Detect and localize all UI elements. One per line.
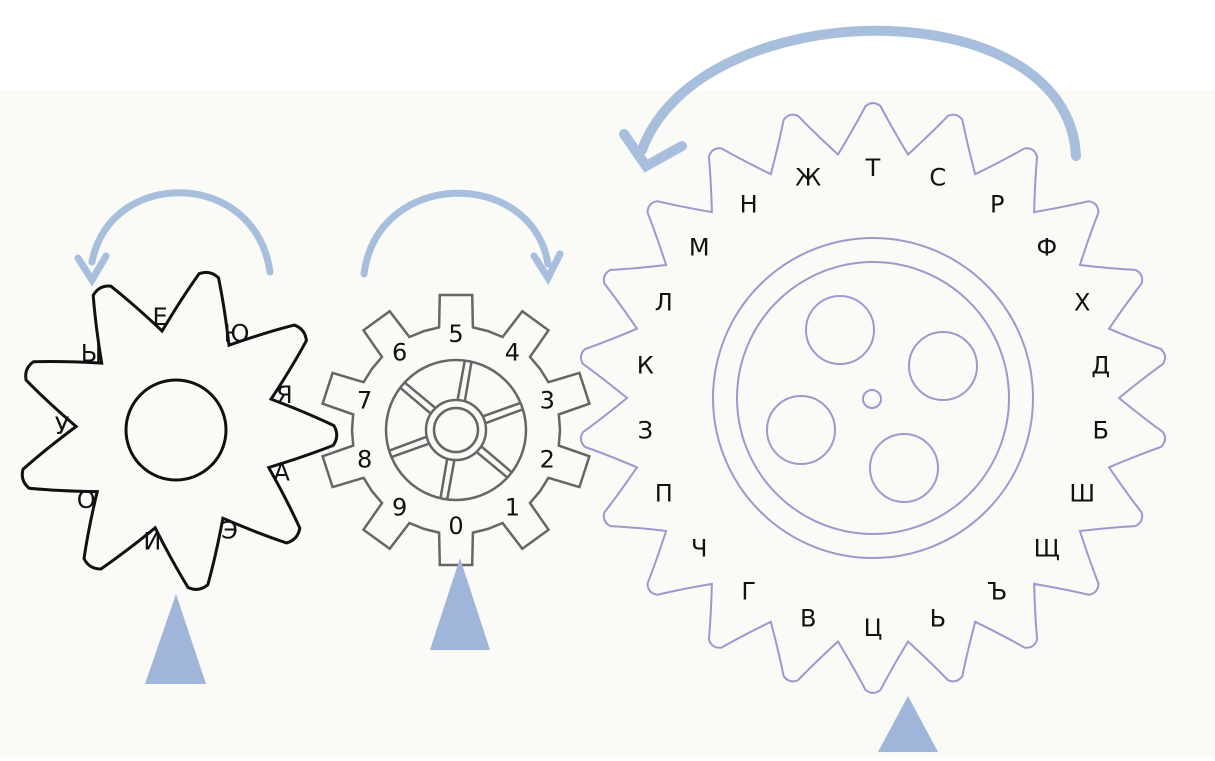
digit-gear-spoke [445, 459, 456, 500]
digit-gear-spoke [480, 445, 513, 474]
consonant-gear-axle [862, 389, 882, 409]
digits-gear-label: 1 [505, 494, 520, 522]
consonants-gear-label: Ф [1036, 233, 1057, 261]
vowel-gear-outline [20, 270, 339, 591]
consonants-gear-label: Ъ [987, 578, 1007, 606]
curved-arrow-icon [619, 129, 687, 173]
vowels-gear-label: И [143, 528, 161, 556]
consonants-gear-label: Р [990, 191, 1004, 219]
digits-gear-label: 8 [357, 446, 372, 474]
vowels-gear-label: О [77, 486, 96, 514]
consonants-gear-label: Ь [930, 605, 946, 633]
triangle-pointer-icon [145, 594, 206, 684]
vowels-gear-label: Э [221, 517, 238, 545]
consonant-gear-hole [766, 395, 836, 465]
consonants-gear-label: Г [741, 578, 756, 606]
curved-arrow-icon [74, 252, 110, 287]
vowels-gear-label: Ю [223, 319, 249, 347]
vowels-gear-label: Ы [81, 340, 102, 368]
consonants-gear-label: М [689, 233, 710, 261]
curved-arrow-icon [637, 25, 1081, 161]
consonants-gear-label: Б [1092, 417, 1108, 445]
consonant-gear-hole [805, 295, 875, 365]
consonants-gear-label: Ш [1069, 480, 1095, 508]
consonants-gear-label: К [637, 351, 654, 379]
triangle-pointer-icon [878, 696, 938, 752]
pointers [145, 558, 938, 752]
triangle-pointer-icon [430, 558, 490, 650]
rotation-arrows [74, 25, 1081, 287]
consonants-gear-label: Ц [864, 614, 883, 642]
consonant-gear-rim-inner [736, 261, 1010, 535]
digit-gear-spoke [403, 381, 437, 410]
consonants-gear-label: Щ [1034, 535, 1060, 563]
digit-gear-spoke [456, 360, 467, 401]
digits-gear-label: 0 [448, 512, 463, 540]
digits-gear-label: 5 [448, 320, 463, 348]
curved-arrow-icon [530, 250, 564, 286]
vowel-gear-hub [124, 378, 228, 482]
digit-gear-spoke [475, 450, 509, 479]
vowels-gear-label: Е [153, 303, 168, 331]
digit-gear: 5 43 21 0 98 76 [321, 293, 591, 567]
consonants-gear-label: С [929, 163, 946, 191]
digits-gear-label: 4 [505, 338, 520, 366]
consonants-gear-label: Ж [795, 163, 821, 191]
digit-gear-hub-inner [432, 406, 480, 454]
consonants-gear-label: Ч [691, 535, 707, 563]
digit-gear-spoke [399, 386, 432, 415]
vowels-gear-label: А [273, 459, 290, 487]
digit-gear-spokes [388, 360, 524, 500]
digit-gear-spoke [388, 435, 428, 452]
consonants-gear-label: З [638, 417, 653, 445]
vowels-gear-label: Я [276, 381, 293, 409]
vowels-gear-label: У [55, 412, 70, 440]
digits-gear-label: 3 [540, 386, 555, 414]
digit-gear-spoke [391, 442, 430, 459]
consonants-gear-label: П [655, 480, 673, 508]
digit-gear-outline [321, 293, 591, 567]
digit-gear-spoke [439, 458, 449, 499]
consonant-gear-rim-outer [712, 237, 1034, 559]
digit-gear-spoke [463, 361, 473, 402]
consonants-gear-label: Д [1091, 351, 1110, 379]
consonant-gear-hole [869, 433, 939, 503]
digits-gear-label: 2 [540, 446, 555, 474]
consonant-gear-hole [908, 331, 978, 401]
digit-gear-spoke [484, 408, 524, 425]
digit-gear-spoke [482, 401, 521, 418]
consonant-gear-outline [579, 102, 1167, 694]
curved-arrow-icon [88, 189, 274, 276]
curved-arrow-icon [360, 189, 552, 278]
digits-gear-label: 6 [392, 338, 407, 366]
consonants-gear-label: Л [655, 289, 673, 317]
vowel-gear: Ю Я А Э И О У Ы Е [20, 270, 339, 591]
digit-gear-wheel [384, 358, 528, 502]
consonants-gear-label: Х [1074, 289, 1090, 317]
consonant-gear: Т С Р ФХ Д Б ШЩЪ Ь Ц В Г ЧП З К ЛМ Н Ж [579, 102, 1167, 694]
consonants-gear-label: Н [740, 191, 758, 219]
digits-gear-label: 9 [392, 494, 407, 522]
consonants-gear-label: Т [865, 154, 881, 182]
digit-gear-hub-outer [424, 398, 488, 462]
digits-gear-label: 7 [357, 386, 372, 414]
consonants-gear-label: В [800, 605, 816, 633]
panel-background [0, 90, 1215, 757]
